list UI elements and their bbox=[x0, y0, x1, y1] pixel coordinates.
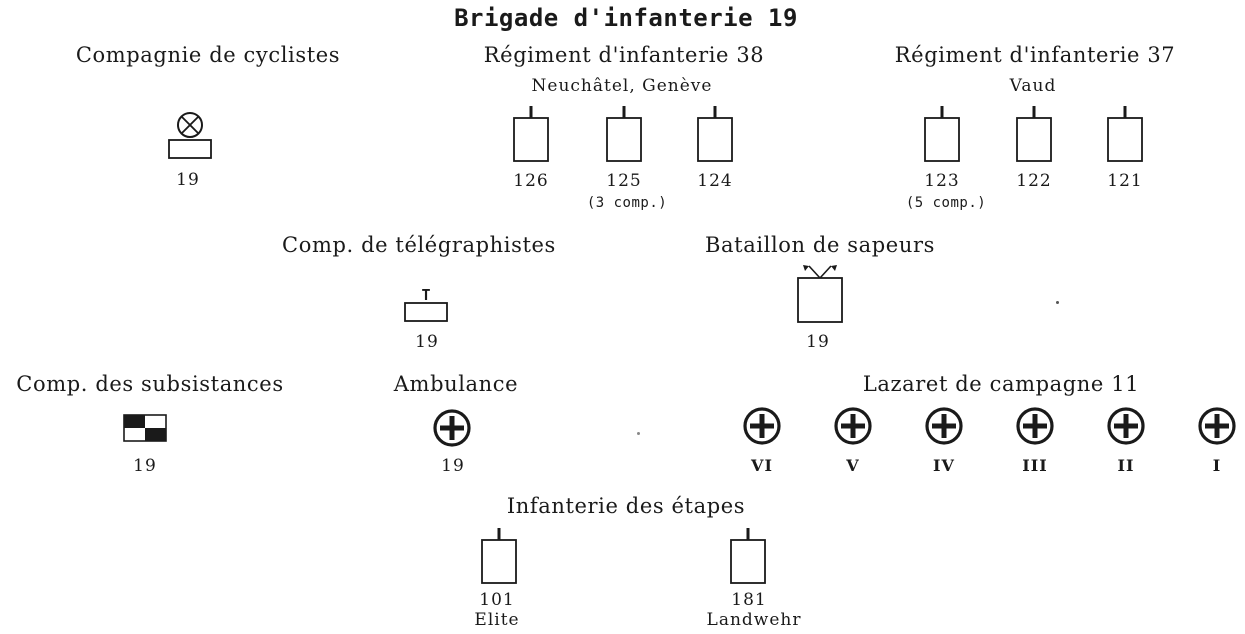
sapper-flags-icon bbox=[797, 262, 843, 324]
battalion-number: 125 bbox=[606, 171, 642, 191]
subsistence-heading: Comp. des subsistances bbox=[16, 372, 284, 396]
infantry-battalion-icon bbox=[697, 106, 733, 164]
etapes-unit-number: 181 bbox=[731, 590, 767, 610]
telegraph-icon: T bbox=[404, 286, 448, 324]
diagram-title: Brigade d'infanterie 19 bbox=[454, 4, 798, 32]
lazaret-unit-label: VI bbox=[751, 456, 773, 475]
print-speck bbox=[637, 432, 640, 435]
telegraph-number: 19 bbox=[415, 332, 439, 352]
battalion-number: 122 bbox=[1016, 171, 1052, 191]
red-cross-circle-icon bbox=[742, 406, 782, 446]
infantry-battalion-icon bbox=[1107, 106, 1143, 164]
etapes-unit-label: Elite bbox=[474, 610, 520, 630]
infantry-battalion-icon bbox=[730, 528, 766, 586]
battalion-number: 124 bbox=[697, 171, 733, 191]
ambulance-number: 19 bbox=[441, 456, 465, 476]
reg37-subheading: Vaud bbox=[1009, 76, 1057, 96]
cyclists-number: 19 bbox=[176, 170, 200, 190]
sappers-heading: Bataillon de sapeurs bbox=[705, 233, 935, 257]
lazaret-unit-label: III bbox=[1022, 456, 1048, 475]
red-cross-circle-icon bbox=[833, 406, 873, 446]
infantry-battalion-icon bbox=[606, 106, 642, 164]
battalion-number: 126 bbox=[513, 171, 549, 191]
subsistence-number: 19 bbox=[133, 456, 157, 476]
cyclists-heading: Compagnie de cyclistes bbox=[75, 43, 341, 67]
red-cross-circle-icon bbox=[924, 406, 964, 446]
telegraph-heading: Comp. de télégraphistes bbox=[282, 233, 556, 257]
lazaret-unit-label: I bbox=[1212, 456, 1222, 475]
red-cross-circle-icon bbox=[1106, 406, 1146, 446]
red-cross-circle-icon bbox=[1197, 406, 1237, 446]
reg38-subheading: Neuchâtel, Genève bbox=[531, 76, 713, 96]
etapes-unit-label: Landwehr bbox=[706, 610, 802, 630]
red-cross-circle-icon bbox=[432, 408, 472, 448]
reg37-heading: Régiment d'infanterie 37 bbox=[894, 43, 1176, 67]
battalion-note: (3 comp.) bbox=[586, 195, 668, 211]
red-cross-circle-icon bbox=[1015, 406, 1055, 446]
sappers-number: 19 bbox=[806, 332, 830, 352]
infantry-battalion-icon bbox=[1016, 106, 1052, 164]
checkered-flag-icon bbox=[123, 414, 167, 442]
battalion-number: 121 bbox=[1107, 171, 1143, 191]
infantry-battalion-icon bbox=[481, 528, 517, 586]
etapes-unit-number: 101 bbox=[479, 590, 515, 610]
bicycle-wheel-icon bbox=[168, 110, 212, 164]
lazaret-unit-label: V bbox=[846, 456, 860, 475]
print-speck bbox=[1056, 301, 1059, 304]
lazaret-unit-label: IV bbox=[933, 456, 955, 475]
infantry-battalion-icon bbox=[513, 106, 549, 164]
lazaret-heading: Lazaret de campagne 11 bbox=[862, 372, 1140, 396]
etapes-heading: Infanterie des étapes bbox=[506, 494, 746, 518]
battalion-note: (5 comp.) bbox=[905, 195, 987, 211]
ambulance-heading: Ambulance bbox=[393, 372, 519, 396]
lazaret-unit-label: II bbox=[1117, 456, 1135, 475]
infantry-battalion-icon bbox=[924, 106, 960, 164]
telegraph-symbol-letter: T bbox=[421, 286, 430, 304]
battalion-number: 123 bbox=[924, 171, 960, 191]
reg38-heading: Régiment d'infanterie 38 bbox=[483, 43, 765, 67]
